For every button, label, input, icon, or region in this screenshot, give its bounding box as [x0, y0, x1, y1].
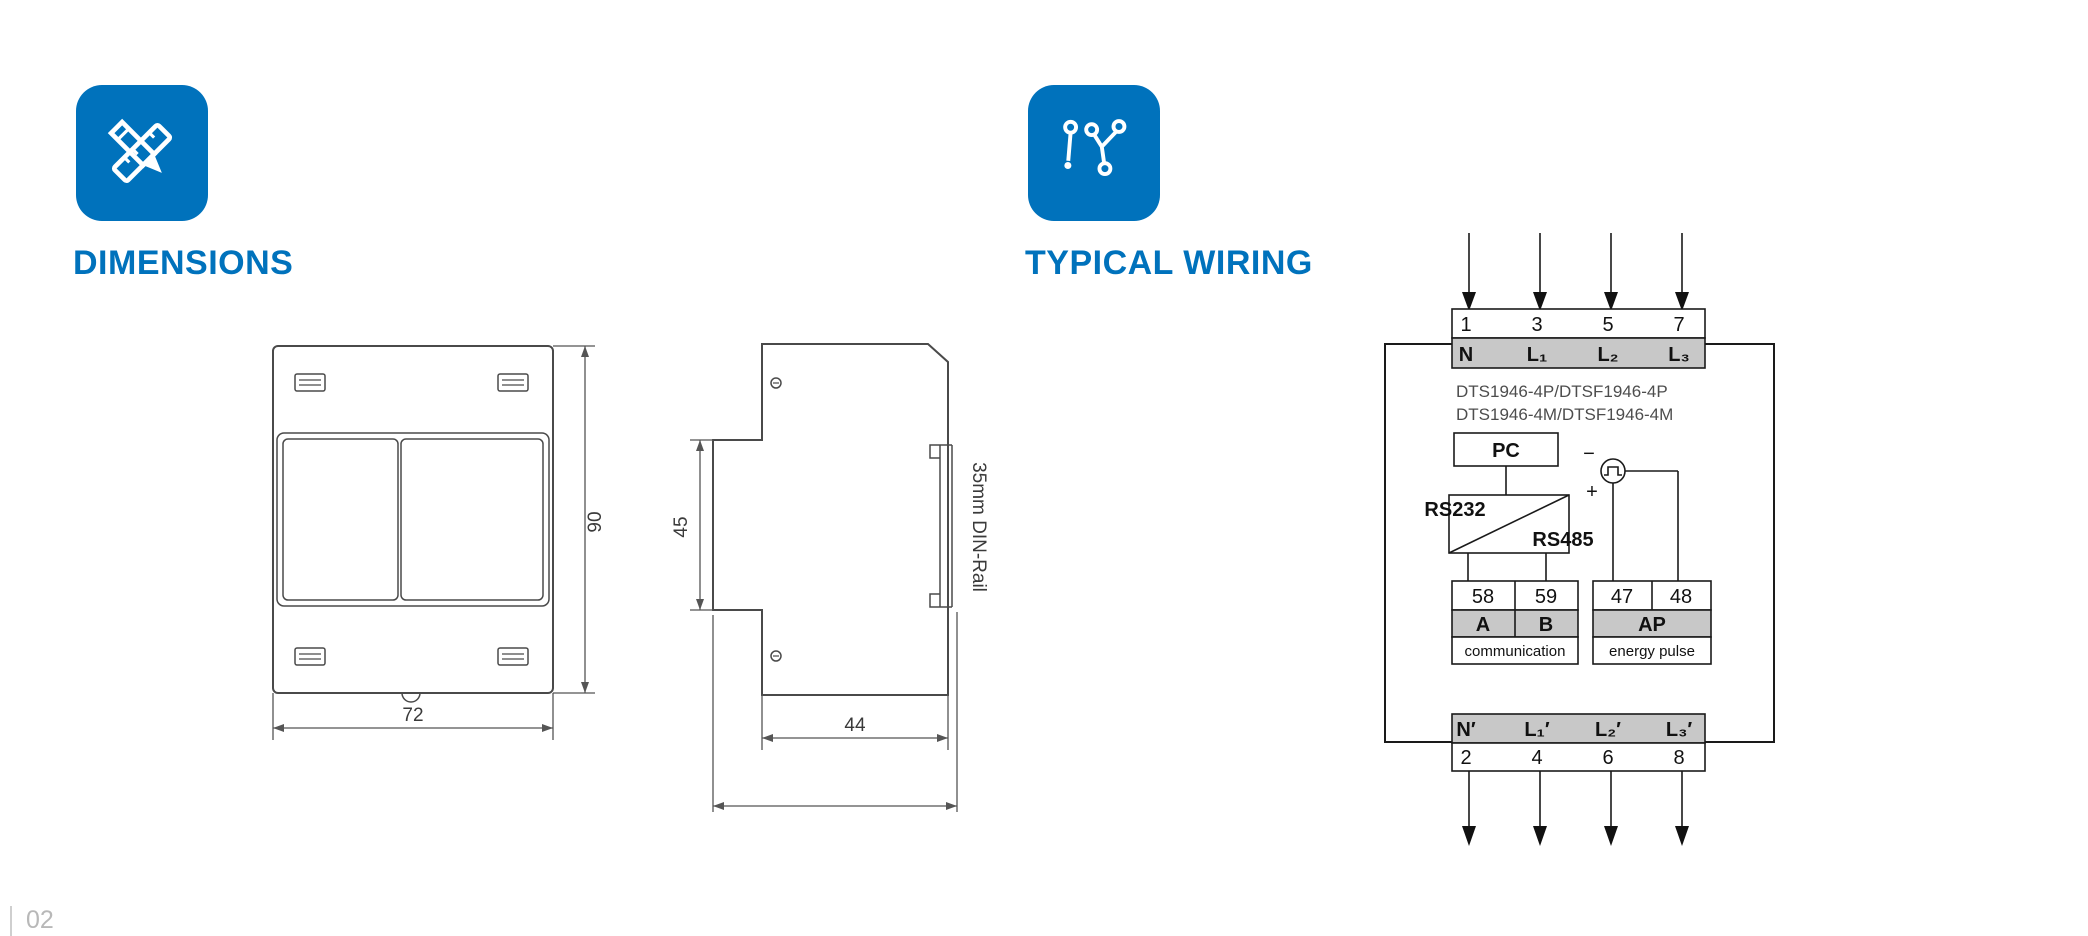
footer-divider	[10, 906, 12, 936]
terminal-label-a: A	[1476, 614, 1490, 636]
pulse-plus-sign: +	[1586, 481, 1598, 503]
side-height-dimension: 45	[671, 439, 713, 611]
front-width-dimension: 72	[272, 693, 554, 740]
rs232-rs485-box: RS232 RS485	[1424, 494, 1594, 554]
top-terminal-strip: 1 3 5 7 N L₁ L₂ L₃	[1451, 308, 1706, 369]
phase-label: L₃′	[1666, 719, 1692, 741]
pulse-wires	[1612, 470, 1679, 581]
front-height-dimension: 90	[553, 345, 606, 694]
din-rail-label: 35mm DIN-Rail	[968, 462, 989, 592]
bottom-tab	[401, 692, 421, 703]
wiring-nodes-icon	[1028, 85, 1160, 221]
communication-caption: communication	[1465, 643, 1566, 660]
terminal-number: 8	[1673, 747, 1684, 769]
front-view-drawing: 90 72	[272, 345, 606, 740]
phase-label: L₁′	[1524, 719, 1549, 741]
terminal-label-b: B	[1539, 614, 1553, 636]
terminal-number: 2	[1460, 747, 1471, 769]
phase-label: L₂′	[1595, 719, 1621, 741]
side-depth-dimension: 44	[761, 695, 949, 750]
phase-label: L₁	[1527, 344, 1548, 366]
pc-label: PC	[1492, 440, 1520, 462]
terminal-label-ap: AP	[1638, 614, 1666, 636]
front-height-dim-label: 90	[585, 511, 606, 532]
side-depth-dim-label: 44	[844, 715, 866, 736]
terminal-number: 6	[1602, 747, 1613, 769]
model-name-line1: DTS1946-4P/DTSF1946-4P	[1456, 382, 1668, 401]
phase-label: L₃	[1668, 344, 1689, 366]
terminal-number: 3	[1531, 314, 1542, 336]
ruler-pencil-icon	[76, 85, 208, 221]
pulse-minus-sign: −	[1583, 443, 1595, 465]
terminal-number: 4	[1531, 747, 1542, 769]
terminal-number: 47	[1611, 586, 1633, 608]
side-height-dim-label: 45	[671, 516, 692, 537]
dimension-drawings: 90 72	[272, 343, 989, 812]
converter-to-terminal-wires	[1467, 553, 1547, 581]
phase-label: L₂	[1597, 344, 1618, 366]
bottom-terminal-strip: N′ L₁′ L₂′ L₃′ 2 4 6 8	[1451, 713, 1706, 772]
side-overall-dimension	[712, 612, 958, 812]
energy-pulse-caption: energy pulse	[1609, 643, 1695, 660]
wiring-diagram: 1 3 5 7 N L₁ L₂ L₃ DTS1946-4P/DTSF1946-4…	[1384, 233, 1775, 846]
front-width-dim-label: 72	[402, 705, 423, 726]
communication-terminals: 58 59 A B communication	[1451, 580, 1579, 665]
ruler-shape	[111, 122, 173, 184]
rs232-label: RS232	[1424, 499, 1485, 521]
pc-box: PC	[1453, 432, 1559, 467]
pencil-shape	[107, 118, 162, 173]
page-footer: 02	[10, 906, 54, 936]
model-name-line2: DTS1946-4M/DTSF1946-4M	[1456, 405, 1673, 424]
wiring-title: TYPICAL WIRING	[1025, 244, 1313, 282]
wiring-nodes-icon-glyph	[1063, 119, 1127, 177]
rs485-label: RS485	[1532, 529, 1593, 551]
terminal-number: 59	[1535, 586, 1557, 608]
clip-hatching	[299, 379, 524, 660]
ruler-pencil-icon-glyph	[107, 118, 173, 184]
din-rail-profile	[929, 444, 953, 608]
outgoing-load-arrows	[1462, 771, 1689, 846]
terminal-number: 7	[1673, 314, 1684, 336]
energy-pulse-terminals: 47 48 AP energy pulse	[1592, 580, 1712, 665]
pulse-waveform-glyph	[1604, 466, 1622, 476]
side-view-drawing: 35mm DIN-Rail 45 44	[671, 343, 989, 812]
pulse-source-symbol: − +	[1583, 443, 1679, 581]
terminal-number: 1	[1460, 314, 1471, 336]
page-number: 02	[26, 906, 54, 934]
phase-label: N′	[1456, 719, 1475, 741]
phase-label: N	[1459, 344, 1473, 366]
terminal-number: 58	[1472, 586, 1494, 608]
dimensions-title: DIMENSIONS	[73, 244, 294, 282]
terminal-number: 48	[1670, 586, 1692, 608]
incoming-supply-arrows	[1462, 233, 1689, 311]
terminal-number: 5	[1602, 314, 1613, 336]
